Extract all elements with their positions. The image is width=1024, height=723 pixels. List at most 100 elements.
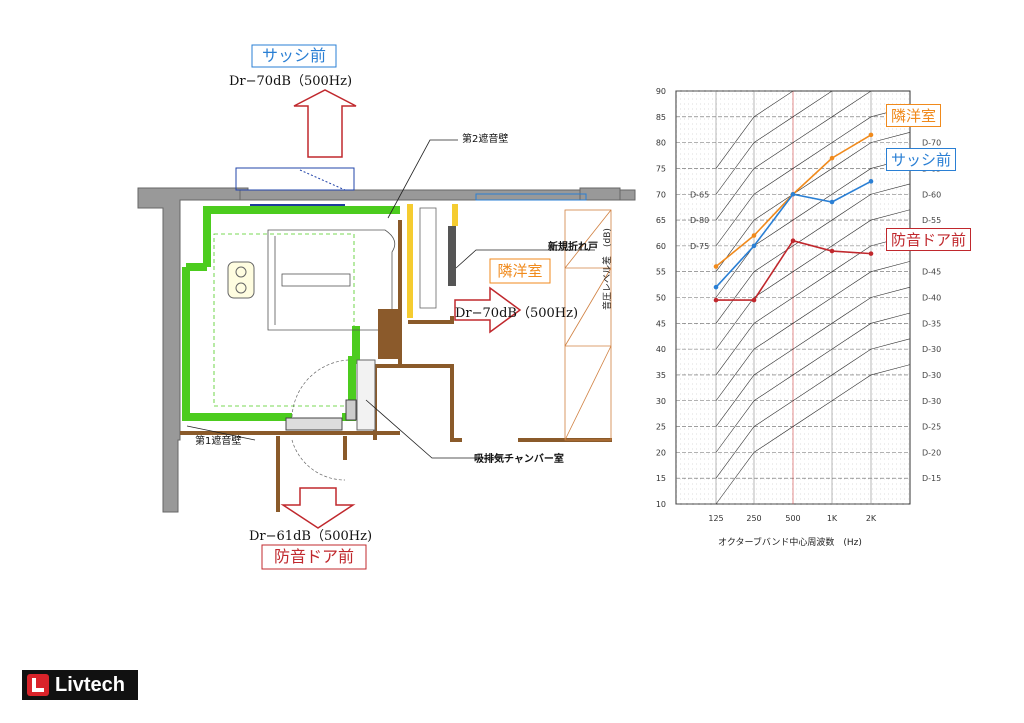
d-grade-label: D-30 <box>922 345 941 354</box>
d-grade-label: D-30 <box>922 397 941 406</box>
sash-label: サッシ前 <box>261 46 326 65</box>
piano-bench <box>227 261 255 299</box>
data-point <box>751 297 757 303</box>
chamber-label: 吸排気チャンバー室 <box>474 454 564 465</box>
d-grade-line <box>715 90 910 221</box>
livtech-logo: Livtech <box>22 670 138 700</box>
d-grade-label: D-15 <box>922 474 941 483</box>
floor-plan <box>137 44 636 570</box>
y-tick-label: 85 <box>656 113 666 122</box>
y-tick-label: 10 <box>656 500 666 509</box>
logo-text: Livtech <box>55 673 126 696</box>
sash-label-box <box>251 44 337 68</box>
x-tick-label: 2K <box>866 514 877 523</box>
neighbor-closet <box>564 209 612 441</box>
data-point <box>829 248 835 254</box>
chamber-duct <box>356 359 376 431</box>
wall2-label: 第2遮音壁 <box>462 134 509 145</box>
data-point <box>829 155 835 161</box>
d-grade-line <box>715 312 911 453</box>
data-point <box>751 243 757 249</box>
d-grade-line <box>715 90 910 195</box>
y-tick-label: 45 <box>656 319 666 328</box>
down-arrow <box>280 487 356 529</box>
data-point <box>751 233 757 238</box>
series-line <box>715 134 872 268</box>
d-grade-line <box>715 209 911 350</box>
d-grade-line <box>715 183 911 324</box>
d-grade-line <box>715 235 911 376</box>
y-tick-label: 65 <box>656 216 666 225</box>
legend-neighbor: 隣洋室 <box>886 104 942 127</box>
d-grade-line <box>715 286 911 427</box>
y-tick-label: 25 <box>656 423 666 432</box>
d-grade-line <box>715 132 911 272</box>
right-arrow <box>454 286 522 334</box>
yellow-wall <box>407 204 458 318</box>
d-grade-line <box>715 106 911 247</box>
x-tick-label: 125 <box>708 514 723 523</box>
data-point <box>868 132 874 138</box>
y-tick-label: 15 <box>656 474 666 483</box>
up-arrow <box>293 89 357 158</box>
d-grade-line <box>715 364 911 505</box>
d-grade-label: D-75 <box>690 242 709 251</box>
plot-area <box>675 90 911 505</box>
data-point <box>868 251 874 256</box>
y-tick-label: 80 <box>656 139 666 148</box>
door-label: 防音ドア前 <box>273 547 354 566</box>
wall1-label: 第1遮音壁 <box>195 436 242 447</box>
neighbor-label-box <box>489 258 551 284</box>
leader-lines <box>186 139 595 459</box>
series-line <box>716 239 872 301</box>
neighbor-label: 隣洋室 <box>497 262 543 280</box>
series-line <box>715 180 872 288</box>
folding-door-label: 新規折れ戸 <box>548 242 598 253</box>
grand-piano <box>267 229 396 331</box>
legend-door: 防音ドア前 <box>886 228 972 251</box>
d-grade-lines <box>715 90 911 505</box>
cabinet <box>378 309 400 359</box>
logo-mark-icon <box>27 674 49 696</box>
door-swings <box>291 359 349 481</box>
y-tick-label: 50 <box>656 294 666 303</box>
data-point <box>790 191 796 197</box>
y-tick-label: 30 <box>656 397 666 406</box>
d-grade-label: D-70 <box>922 139 941 148</box>
d-grade-label: D-60 <box>922 190 941 199</box>
d-grade-label: D-45 <box>922 268 941 277</box>
x-axis-label: オクターブバンド中心周波数 (Hz) <box>718 538 862 548</box>
x-tick-label: 250 <box>746 514 761 523</box>
data-point <box>790 191 796 197</box>
d-grade-label: D-35 <box>922 319 941 328</box>
data-point <box>713 297 719 303</box>
d-grade-line <box>715 261 911 401</box>
y-tick-label: 75 <box>656 164 666 173</box>
door-value: Dr−61dB（500Hz) <box>249 529 373 544</box>
sash-value: Dr−70dB（500Hz) <box>229 74 353 89</box>
data-point <box>829 199 835 205</box>
neighbor-value: Dr−70dB（500Hz) <box>455 306 579 321</box>
d-grade-label: D-25 <box>922 423 941 432</box>
data-point <box>790 238 796 244</box>
chart-series <box>713 132 874 303</box>
y-tick-label: 40 <box>656 345 666 354</box>
y-tick-label: 20 <box>656 448 666 457</box>
soundproof-door <box>285 417 343 431</box>
d-grade-label: D-40 <box>922 294 941 303</box>
d-grade-label: D-30 <box>922 371 941 380</box>
d-grade-label: D-55 <box>922 216 941 225</box>
room-outline <box>213 233 355 407</box>
y-tick-label: 60 <box>656 242 666 251</box>
x-tick-label: 1K <box>827 514 838 523</box>
y-tick-label: 70 <box>656 190 666 199</box>
d-grade-label: D-20 <box>922 448 941 457</box>
d-grade-line <box>715 157 911 298</box>
data-point <box>713 284 719 290</box>
d-grade-label: D-65 <box>690 190 709 199</box>
door-label-box <box>261 544 367 570</box>
legend-sash: サッシ前 <box>886 148 957 171</box>
data-point <box>868 179 874 184</box>
folding-door <box>448 226 456 286</box>
y-tick-label: 35 <box>656 371 666 380</box>
